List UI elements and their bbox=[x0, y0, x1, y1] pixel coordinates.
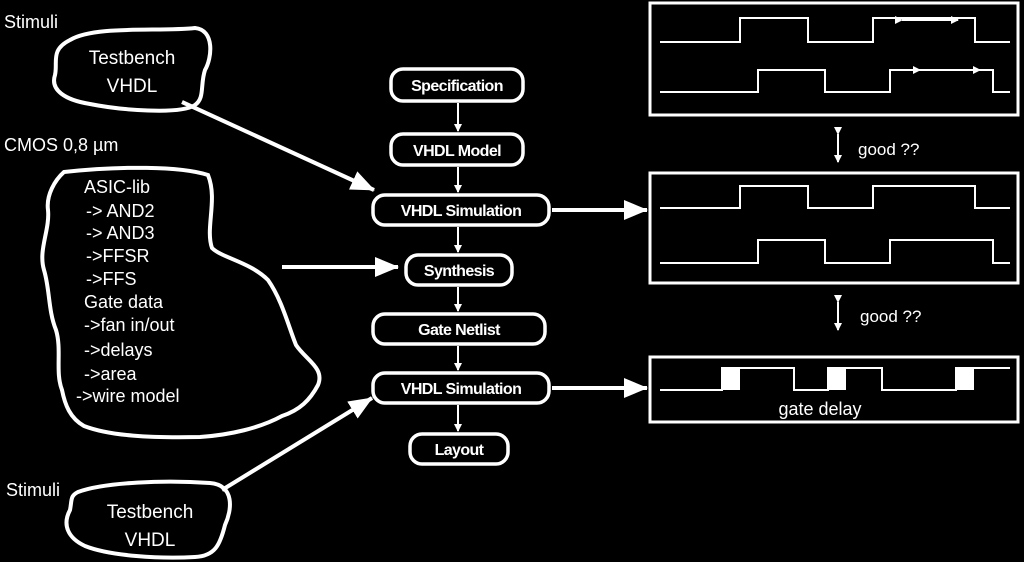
asic-lib-fan: ->fan in/out bbox=[84, 315, 175, 335]
asic-lib-gate-data: Gate data bbox=[84, 292, 164, 312]
svg-text:Layout: Layout bbox=[435, 442, 485, 459]
testbench-bottom-line1: Testbench bbox=[107, 502, 194, 523]
asic-lib-title: ASIC-lib bbox=[84, 177, 150, 197]
arrow-testbench-to-simulation bbox=[181, 100, 375, 192]
testbench-top-line1: Testbench bbox=[89, 48, 176, 69]
waveform-panel-specified bbox=[648, 1, 1020, 117]
flow-node-specification: Specification bbox=[389, 67, 525, 103]
flow-node-vhdl-simulation-2: VHDL Simulation bbox=[371, 371, 551, 405]
good-label-2: good ?? bbox=[860, 307, 921, 326]
cmos-tech-label: CMOS 0,8 µm bbox=[4, 135, 118, 155]
asic-lib-ffs: ->FFS bbox=[86, 269, 137, 289]
flow-node-synthesis: Synthesis bbox=[404, 253, 514, 287]
asic-lib-and2: -> AND2 bbox=[86, 201, 155, 221]
svg-text:VHDL Model: VHDL Model bbox=[413, 143, 501, 160]
asic-lib-area: ->area bbox=[84, 364, 138, 384]
testbench-bottom-blob bbox=[64, 479, 232, 560]
good-label-1: good ?? bbox=[858, 140, 919, 159]
flow-node-gate-netlist: Gate Netlist bbox=[371, 312, 547, 346]
testbench-top-blob bbox=[52, 25, 213, 113]
svg-text:Gate Netlist: Gate Netlist bbox=[418, 322, 501, 339]
flow-node-vhdl-simulation-1: VHDL Simulation bbox=[371, 193, 551, 227]
asic-lib-wire-model: ->wire model bbox=[76, 386, 180, 406]
testbench-top-line2: VHDL bbox=[107, 76, 158, 97]
svg-text:VHDL Simulation: VHDL Simulation bbox=[401, 203, 522, 220]
stimuli-top-label: Stimuli bbox=[4, 12, 58, 32]
flow-node-layout: Layout bbox=[408, 432, 510, 466]
testbench-bottom-line2: VHDL bbox=[125, 530, 176, 551]
arrow-testbench-to-gate-simulation bbox=[220, 396, 374, 492]
svg-text:Specification: Specification bbox=[411, 78, 503, 95]
svg-text:Synthesis: Synthesis bbox=[424, 263, 495, 280]
svg-text:VHDL Simulation: VHDL Simulation bbox=[401, 381, 522, 398]
waveform-panel-gate-delay: gate delay bbox=[648, 355, 1020, 424]
flow-node-vhdl-model: VHDL Model bbox=[389, 132, 525, 167]
waveform-panel-simulated bbox=[648, 171, 1020, 285]
stimuli-bottom-label: Stimuli bbox=[6, 480, 60, 500]
asic-lib-and3: -> AND3 bbox=[86, 223, 155, 243]
gate-delay-label: gate delay bbox=[778, 399, 861, 419]
asic-lib-blob bbox=[40, 165, 322, 440]
asic-lib-ffsr: ->FFSR bbox=[86, 246, 150, 266]
asic-lib-delays: ->delays bbox=[84, 340, 153, 360]
